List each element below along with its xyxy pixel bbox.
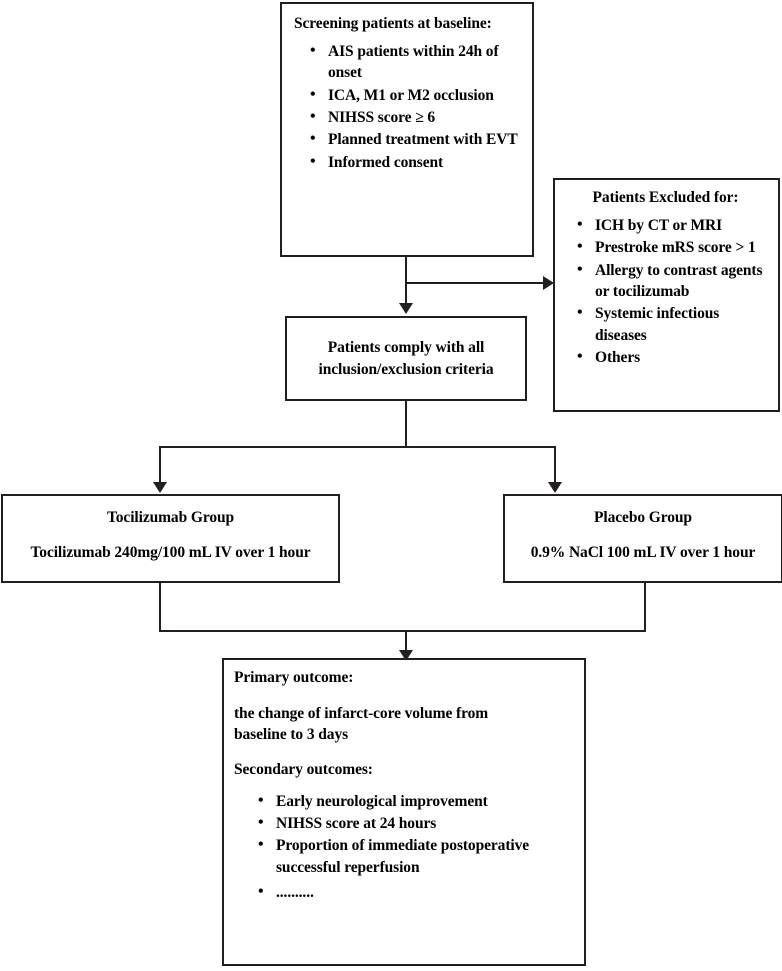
list-item: AIS patients within 24h of onset (310, 40, 520, 84)
list-item: Systemic infectious diseases (577, 302, 768, 346)
node-excluded-title: Patients Excluded for: (592, 189, 739, 206)
node-treatment-arm-title: Tocilizumab Group (106, 509, 235, 526)
connector-placebo-arm-down (644, 583, 646, 632)
arrowhead-to-excluded (543, 276, 554, 290)
list-item: Planned treatment with EVT (310, 128, 520, 150)
connector-randomization-bar (159, 446, 556, 448)
connector-eligible-trunk (405, 401, 407, 448)
connector-screening-to-excluded (405, 282, 545, 284)
node-screening-title: Screening patients at baseline: (294, 15, 492, 32)
node-outcomes-primary-text-line1: the change of infarct-core volume from (234, 704, 489, 722)
node-eligible-content: Patients comply with all inclusion/exclu… (287, 318, 525, 399)
list-item: ICH by CT or MRI (577, 214, 768, 236)
node-screening-content: Screening patients at baseline: AIS pati… (282, 4, 532, 184)
node-outcomes-content: Primary outcome: the change of infarct-c… (224, 660, 584, 912)
spacer (509, 528, 777, 542)
node-outcomes-primary-text-line2: baseline to 3 days (234, 726, 349, 744)
connector-to-placebo-arm (554, 446, 556, 483)
node-screening: Screening patients at baseline: AIS pati… (280, 2, 534, 257)
node-placebo-arm: Placebo Group 0.9% NaCl 100 mL IV over 1… (503, 494, 782, 583)
connector-treatment-arm-down (159, 583, 161, 632)
node-placebo-arm-detail: 0.9% NaCl 100 mL IV over 1 hour (530, 544, 756, 562)
node-placebo-arm-title: Placebo Group (594, 509, 692, 526)
list-item: Informed consent (310, 151, 520, 173)
spacer (7, 528, 334, 542)
node-eligible: Patients comply with all inclusion/exclu… (285, 316, 527, 401)
node-outcomes-secondary-label: Secondary outcomes: (234, 760, 373, 778)
node-excluded-bullets: ICH by CT or MRI Prestroke mRS score > 1… (563, 214, 768, 369)
arrowhead-to-placebo-arm (548, 482, 562, 493)
node-excluded-content: Patients Excluded for: ICH by CT or MRI … (555, 180, 778, 378)
node-placebo-arm-content: Placebo Group 0.9% NaCl 100 mL IV over 1… (505, 496, 781, 564)
node-outcomes: Primary outcome: the change of infarct-c… (222, 658, 586, 966)
list-item: Allergy to contrast agents or tocilizuma… (577, 259, 768, 303)
list-item: Proportion of immediate postoperative su… (258, 834, 574, 878)
list-item: Others (577, 346, 768, 368)
node-excluded: Patients Excluded for: ICH by CT or MRI … (553, 178, 780, 412)
list-item: .......... (258, 881, 574, 903)
list-item: Early neurological improvement (258, 790, 574, 812)
node-eligible-line1: Patients comply with all (327, 339, 485, 357)
arrowhead-to-outcomes (399, 650, 413, 661)
connector-to-outcomes (405, 630, 407, 658)
node-treatment-arm: Tocilizumab Group Tocilizumab 240mg/100 … (1, 494, 340, 583)
spacer (234, 746, 574, 760)
list-item: NIHSS score ≥ 6 (310, 106, 520, 128)
node-treatment-arm-content: Tocilizumab Group Tocilizumab 240mg/100 … (3, 496, 338, 564)
arrowhead-to-eligible (399, 303, 413, 314)
list-item: Prestroke mRS score > 1 (577, 236, 768, 258)
list-item: ICA, M1 or M2 occlusion (310, 84, 520, 106)
node-outcomes-primary-label: Primary outcome: (234, 669, 354, 686)
node-outcomes-secondary-bullets: Early neurological improvement NIHSS sco… (234, 790, 574, 904)
arrowhead-to-treatment-arm (153, 482, 167, 493)
connector-to-treatment-arm (159, 446, 161, 483)
node-treatment-arm-detail: Tocilizumab 240mg/100 mL IV over 1 hour (30, 544, 311, 562)
node-eligible-line2: inclusion/exclusion criteria (318, 360, 494, 378)
list-item: NIHSS score at 24 hours (258, 812, 574, 834)
connector-merge-bar (159, 630, 646, 632)
node-screening-bullets: AIS patients within 24h of onset ICA, M1… (294, 40, 520, 173)
connector-screening-trunk (405, 257, 407, 303)
spacer (234, 689, 574, 703)
